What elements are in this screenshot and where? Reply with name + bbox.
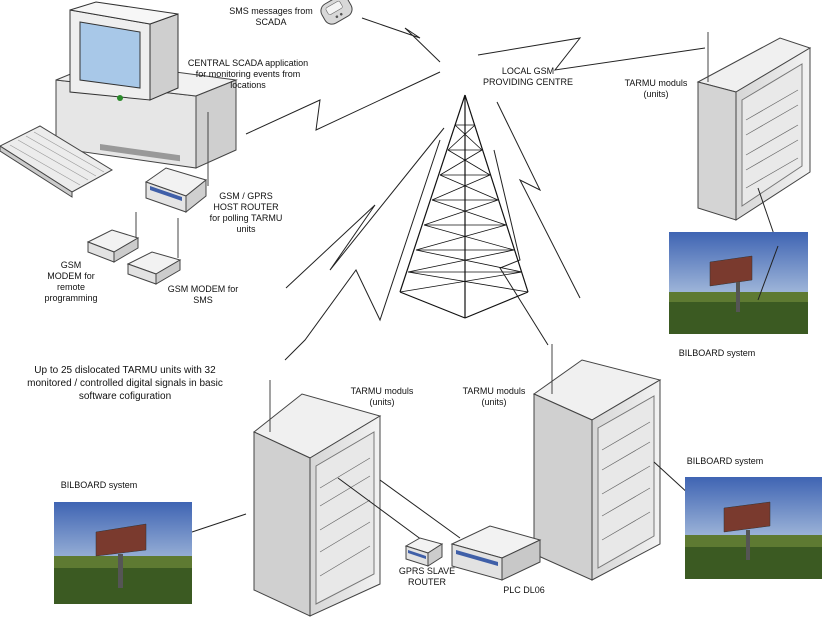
computer-icon [55,1,238,169]
link-tower-topright [477,37,706,71]
label-tarmu-center: TARMU moduls (units) [350,386,414,407]
billboard-photo-top-right [669,232,808,334]
cabinet-center [191,380,461,617]
link-tower-rightcab [493,149,549,346]
modem-sms-icon [126,251,182,285]
keyboard-icon [0,125,113,198]
label-gsm-modem-sms: GSM MODEM for SMS [167,284,239,305]
link-computer-tower [245,71,441,135]
label-plc-dl06: PLC DL06 [503,585,545,595]
label-gsm-modem-remote: GSM MODEM for remote programming [44,260,98,303]
radio-links [245,17,706,361]
link-phone-tower [361,17,441,63]
modem-remote-icon [86,212,140,263]
router-icon [144,112,209,258]
label-tarmu-top-right: TARMU moduls (units) [624,78,688,99]
label-local-gsm: LOCAL GSM PROVIDING CENTRE [482,66,573,87]
gprs-slave-router-icon [404,537,444,567]
link-tower-right [496,101,581,299]
label-tarmu-right: TARMU moduls (units) [462,386,526,407]
label-gprs-slave-router: GPRS SLAVE ROUTER [398,566,456,587]
label-sms-messages: SMS messages from SCADA [229,6,313,27]
plc-icon [450,525,542,581]
label-central-scada: CENTRAL SCADA application for monitoring… [187,58,309,90]
label-bilboard-top-right: BILBOARD system [678,348,756,358]
billboard-photo-right [685,477,822,579]
cabinet-top-right [696,32,812,247]
link-tower-router [285,127,445,289]
cabinet-right [532,344,703,581]
label-bilboard-right: BILBOARD system [686,456,764,466]
billboard-photo-left [54,502,192,604]
label-bilboard-left: BILBOARD system [60,480,138,490]
gsm-tower-icon [399,94,529,319]
label-up-to-25-units: Up to 25 dislocated TARMU units with 32 … [27,365,223,402]
label-gsm-gprs-router: GSM / GPRS HOST ROUTER for polling TARMU… [209,191,283,234]
link-tower-center [284,139,441,361]
mobile-phone-icon [320,0,353,25]
